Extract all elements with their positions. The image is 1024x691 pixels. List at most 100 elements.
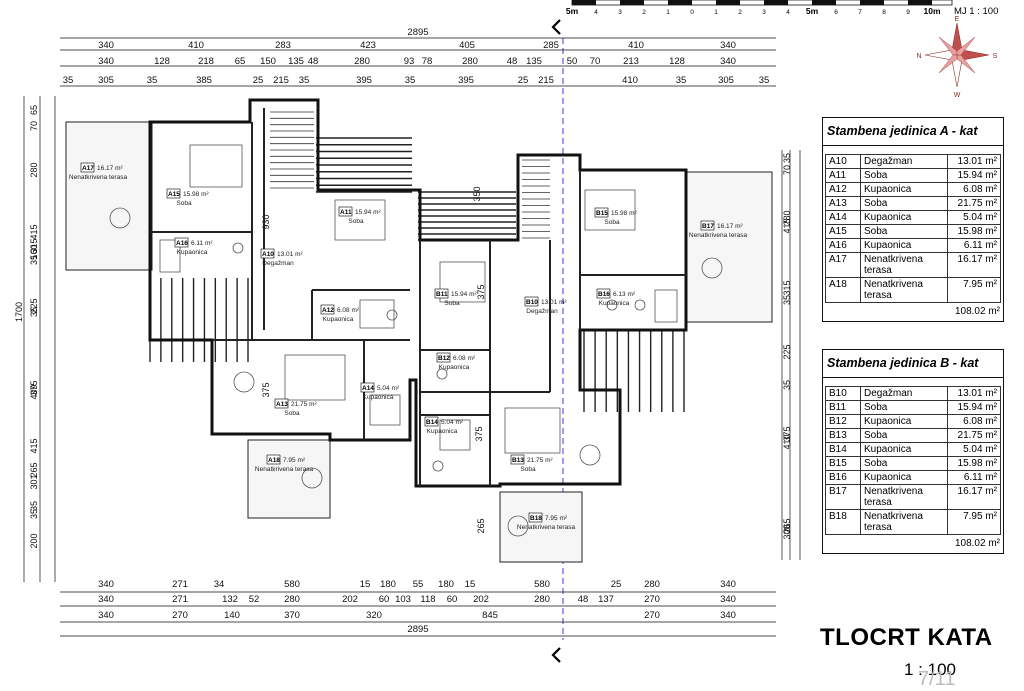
room-code-box xyxy=(80,162,95,173)
dimension-label: 48 xyxy=(578,594,589,605)
compass-w-label: W xyxy=(954,92,961,99)
room-area: 15.94 m² xyxy=(947,400,1001,415)
room-name: Soba xyxy=(860,400,948,415)
dimension-label: 385 xyxy=(196,75,212,86)
dimension-label: 305 xyxy=(718,75,734,86)
dimension-label: 225 xyxy=(782,344,792,359)
room-area: 16.17 m² xyxy=(947,484,1001,510)
room-area: 6.08 m² xyxy=(947,182,1001,197)
scalebar-label: 5m xyxy=(566,6,579,16)
dimension-label: 280 xyxy=(462,56,478,67)
dimension-label: 135 xyxy=(526,56,542,67)
dimension-label: 50 xyxy=(567,56,578,67)
room-area: 15.98 m² xyxy=(947,456,1001,471)
dimension-label: 35 xyxy=(147,75,158,86)
room-code: B14 xyxy=(825,442,861,457)
dimension-label: 35 xyxy=(299,75,310,86)
room-code: A16 xyxy=(176,240,188,247)
room-code: A11 xyxy=(825,168,861,183)
room-area: 13.01 m² xyxy=(541,299,567,306)
dimension-label: 35 xyxy=(29,501,39,511)
room-code-box xyxy=(320,304,335,315)
dimension-label: 415 xyxy=(29,438,39,453)
dimension-label: 15 xyxy=(360,579,371,590)
dimension-label: 15 xyxy=(465,579,476,590)
dimension-label: 845 xyxy=(482,610,498,621)
room-name: Kupaonica xyxy=(439,364,470,371)
room-area: 21.75 m² xyxy=(291,401,317,408)
room-area: 6.08 m² xyxy=(453,355,476,362)
dimension-label: 375 xyxy=(261,382,271,397)
dimension-label: 60 xyxy=(447,594,458,605)
dimension-label: 52 xyxy=(249,594,260,605)
dimension-label: 93 xyxy=(404,56,415,67)
scalebar-label: 10m xyxy=(923,6,940,16)
room-code: B18 xyxy=(530,515,542,522)
room-area: 15.98 m² xyxy=(947,224,1001,239)
room-code: B17 xyxy=(702,223,714,230)
compass-s-label: S xyxy=(993,53,998,60)
room-code: B15 xyxy=(596,210,608,217)
dimension-label: 300 xyxy=(782,524,792,539)
room-name: Kupaonica xyxy=(860,238,948,253)
room-name: Kupaonica xyxy=(599,300,630,307)
scale-note: MJ 1 : 100 xyxy=(954,6,999,17)
dimension-label: 180 xyxy=(438,579,454,590)
dimension-label: 225 xyxy=(29,298,39,313)
dimension-label: 70 xyxy=(782,165,792,175)
room-name: Degažman xyxy=(262,260,294,267)
dimension-label: 202 xyxy=(342,594,358,605)
dimension-label: 280 xyxy=(782,210,792,225)
staircase-a xyxy=(270,111,314,189)
room-code: A18 xyxy=(825,277,861,303)
dimension-label: 410 xyxy=(188,40,204,51)
room-area: 15.94 m² xyxy=(355,209,381,216)
dimension-label: 280 xyxy=(284,594,300,605)
room-area: 15.94 m² xyxy=(451,291,477,298)
dimension-label: 283 xyxy=(275,40,291,51)
dimension-label: 25 xyxy=(611,579,622,590)
drawing-scale: 1 : 100 xyxy=(904,660,956,679)
staircase-b xyxy=(522,159,550,239)
dimension-lines xyxy=(23,37,801,637)
room-code: A14 xyxy=(362,385,374,392)
dimension-label: 395 xyxy=(458,75,474,86)
room-name: Nenatkrivena terasa xyxy=(860,509,948,535)
dimension-label: 415 xyxy=(29,224,39,239)
room-area: 13.01 m² xyxy=(277,251,303,258)
room-name: Soba xyxy=(860,224,948,239)
room-area: 21.75 m² xyxy=(527,457,553,464)
dimension-total: 2895 xyxy=(407,27,428,38)
room-name: Soba xyxy=(284,410,300,417)
room-area: 21.75 m² xyxy=(947,428,1001,443)
room-name: Kupaonica xyxy=(860,210,948,225)
section-marker-bottom xyxy=(551,647,561,663)
room-name: Soba xyxy=(860,168,948,183)
dimension-label: 35 xyxy=(759,75,770,86)
dimension-label: 340 xyxy=(720,579,736,590)
dimension-label: 350 xyxy=(472,186,482,201)
room-code: B11 xyxy=(825,400,861,415)
scalebar-label: 3 xyxy=(618,9,622,16)
room-area: 16.17 m² xyxy=(947,252,1001,278)
room-area: 5.04 m² xyxy=(377,385,400,392)
room-code: B11 xyxy=(436,291,448,298)
compass-e-label: E xyxy=(955,16,960,23)
compass-n-label: N xyxy=(916,53,921,60)
room-code-box xyxy=(274,398,289,409)
dimension-label: 305 xyxy=(98,75,114,86)
room-code: B13 xyxy=(512,457,524,464)
room-area: 21.75 m² xyxy=(947,196,1001,211)
dimension-label: 35 xyxy=(782,153,792,163)
room-code: A11 xyxy=(340,209,352,216)
dimension-total: 2895 xyxy=(407,624,428,635)
